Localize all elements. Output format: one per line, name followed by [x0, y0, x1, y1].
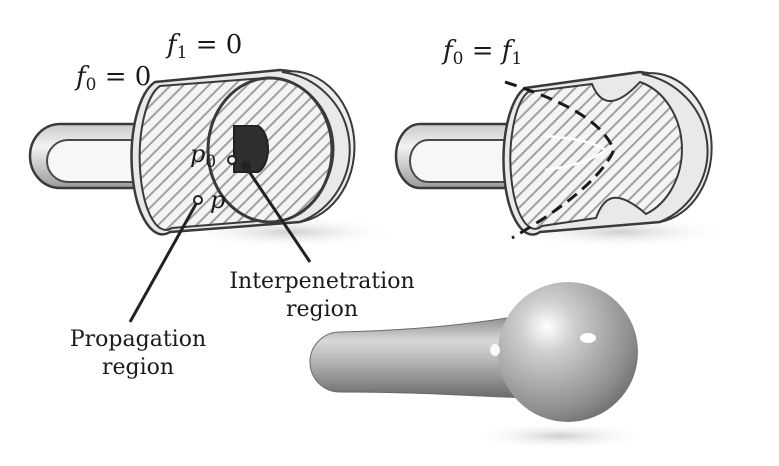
propagation-line2: region	[101, 355, 175, 380]
bottom-highlight	[580, 333, 596, 343]
bottom-stick	[309, 315, 531, 399]
label-f1-eq-0: f1 = 0	[167, 30, 243, 63]
bottom-ball	[498, 282, 638, 422]
label-p: p	[210, 186, 226, 214]
right-cylinder-cap	[641, 72, 713, 223]
label-p0: p0	[190, 140, 217, 172]
left-cylinder-cap	[281, 70, 356, 223]
interpenetration-line2: region	[285, 297, 359, 322]
point-p	[193, 195, 203, 205]
label-propagation-region: Propagation region	[58, 326, 218, 382]
leader-propagation	[128, 203, 198, 323]
bottom-solid	[309, 282, 650, 450]
point-interp	[241, 161, 251, 171]
point-p0	[227, 155, 237, 165]
left-head-disk	[206, 76, 334, 224]
label-interpenetration-region: Interpenetration region	[222, 268, 422, 324]
bottom-stick-highlight	[490, 344, 500, 356]
propagation-line1: Propagation	[69, 327, 207, 352]
iso-surface-dashed	[504, 80, 616, 240]
right-figure	[394, 70, 730, 248]
left-interpenetration	[233, 125, 269, 173]
label-f0-eq-f1: f0 = f1	[443, 36, 523, 69]
leader-interpenetration	[246, 169, 312, 263]
left-figure	[28, 68, 400, 323]
label-f0-eq-0: f0 = 0	[76, 62, 152, 95]
iso-surface-inner	[544, 134, 609, 172]
bottom-shadow	[470, 422, 650, 450]
interpenetration-line1: Interpenetration	[229, 269, 415, 294]
